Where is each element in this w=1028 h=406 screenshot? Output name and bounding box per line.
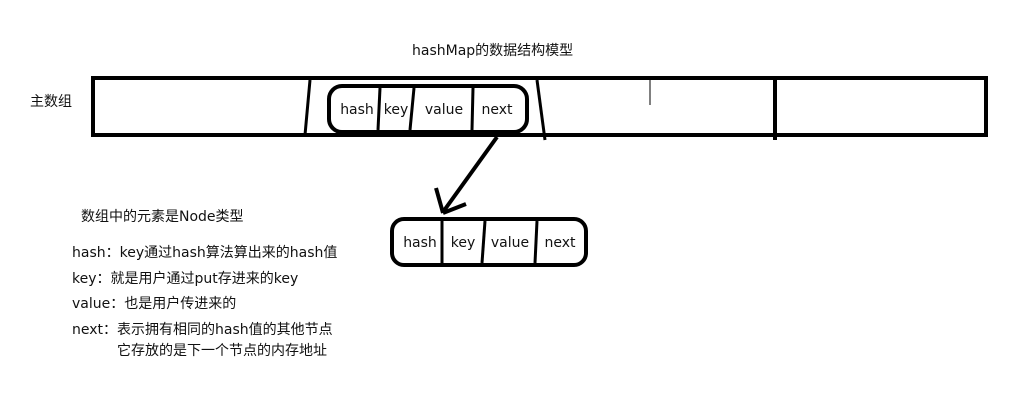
array-node-key: key xyxy=(383,102,409,118)
linked-node-key: key xyxy=(450,235,476,251)
node-field-divider xyxy=(408,87,416,131)
node-field-divider xyxy=(470,87,475,131)
legend-next: next：表示拥有相同的hash值的其他节点 xyxy=(72,322,333,338)
legend-next-detail: 它存放的是下一个节点的内存地址 xyxy=(117,343,327,359)
array-node-next: next xyxy=(481,102,513,118)
legend-hash: hash：key通过hash算法算出来的hash值 xyxy=(72,245,338,261)
legend-value: value：也是用户传进来的 xyxy=(72,296,237,312)
main-array xyxy=(91,76,988,137)
linked-node-next: next xyxy=(544,235,576,251)
main-array-label: 主数组 xyxy=(30,94,72,110)
node-description: 数组中的元素是Node类型 xyxy=(81,209,244,225)
next-pointer-arrow xyxy=(441,135,499,214)
array-divider xyxy=(535,79,547,141)
legend-key: key：就是用户通过put存进来的key xyxy=(72,271,299,287)
array-node-value: value xyxy=(424,102,464,118)
node-field-divider xyxy=(533,220,539,264)
array-node-hash: hash xyxy=(340,102,374,118)
arrow-head xyxy=(434,187,445,214)
arrow-head xyxy=(442,202,467,215)
node-field-divider xyxy=(480,220,487,264)
node-field-divider xyxy=(376,87,382,131)
linked-node-value: value xyxy=(490,235,530,251)
array-divider xyxy=(303,79,312,136)
diagram-title: hashMap的数据结构模型 xyxy=(412,43,574,59)
linked-node-hash: hash xyxy=(403,235,437,251)
